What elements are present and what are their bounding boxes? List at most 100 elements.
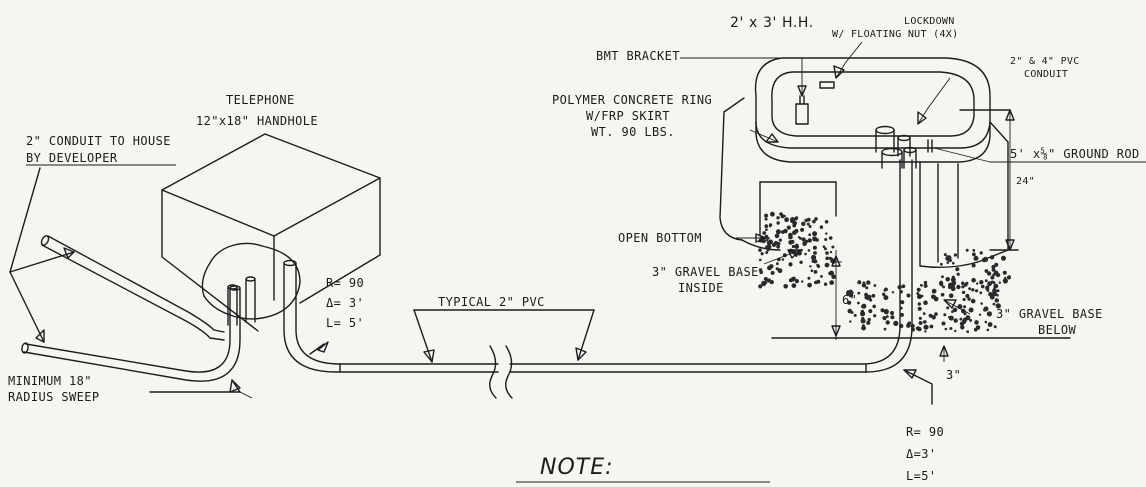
gravel-dot (952, 307, 958, 313)
gravel-dot (915, 326, 921, 331)
gravel-dot (929, 324, 934, 329)
gravel-dot (943, 313, 947, 317)
sweep-left-l: L= 5' (326, 316, 364, 330)
conduit-label-1: 2" CONDUIT TO HOUSE (26, 134, 171, 148)
gravel-dot (993, 287, 996, 290)
gravel-dot (853, 313, 857, 317)
labels: 2" CONDUIT TO HOUSE BY DEVELOPER TELEPHO… (8, 15, 1140, 483)
gravel-dot (813, 270, 818, 274)
gravel-dot (823, 282, 828, 286)
gravel-dot (1002, 270, 1007, 275)
gravel-dot (961, 285, 965, 289)
polymer-label-1: POLYMER CONCRETE RING (552, 93, 712, 107)
gravel-dot (809, 265, 812, 268)
gravel-dot (805, 239, 809, 243)
gravel-dot (984, 279, 988, 283)
gravel-dot (770, 211, 775, 217)
gravel-dot (995, 303, 999, 307)
gravel-dot (861, 282, 867, 288)
telephone-label-2: 12"x18" HANDHOLE (196, 114, 318, 128)
gravel-dot (893, 320, 899, 326)
gravel-dot (885, 320, 890, 325)
gravel-dot (764, 224, 769, 229)
gravel-dot (990, 275, 995, 280)
gravel-dot (955, 267, 960, 272)
gravel-dot (907, 321, 912, 326)
gravel-dot (867, 294, 872, 299)
gravel-dot (777, 268, 783, 274)
gravel-dot (953, 253, 958, 257)
polymer-handhole (719, 57, 1009, 269)
gravel-dot (969, 318, 973, 322)
gravel-dot (885, 315, 889, 318)
gravel-dot (962, 297, 966, 302)
gravel-dot (860, 318, 866, 324)
gravel-dot (900, 300, 905, 305)
sweep-left-delta: Δ= 3' (326, 296, 364, 310)
gravel-dot (980, 284, 985, 289)
gravel-dot (986, 328, 990, 332)
gravel-dot (861, 303, 867, 309)
gravel-dot (975, 289, 979, 293)
gravel-dot (788, 240, 793, 245)
gravel-dot (847, 300, 852, 305)
gravel-dot (956, 284, 961, 290)
gravel-dot (910, 323, 915, 329)
gravel-dot (965, 293, 970, 299)
gravel-dot (792, 223, 797, 228)
gravel-dot (966, 330, 970, 333)
gravel-inside-label-2: INSIDE (678, 281, 724, 295)
gravel-dot (991, 291, 997, 297)
gravel-dot (804, 252, 807, 256)
gravel-dot (985, 285, 990, 291)
gravel-dot (917, 294, 922, 300)
gravel-dot (963, 305, 967, 309)
gravel-dot (976, 282, 979, 285)
ground-rod-label: 5' x⅝" GROUND ROD (1010, 147, 1140, 161)
gravel-dot (923, 320, 927, 324)
gravel-dot (963, 283, 968, 287)
gravel-dot (807, 282, 812, 288)
gravel-dot (807, 276, 811, 280)
gravel-dot (946, 255, 952, 260)
gravel-dot (824, 220, 829, 224)
gravel-dot (801, 221, 806, 226)
gravel-dot (901, 284, 906, 289)
gravel-dot (992, 273, 996, 277)
gravel-dot (910, 327, 915, 332)
gravel-dot (873, 284, 877, 287)
gravel-dot (794, 244, 799, 249)
gravel-dot (923, 280, 928, 285)
gravel-dot (808, 225, 812, 228)
gravel-base (758, 211, 1012, 333)
gravel-dot (882, 316, 887, 321)
gravel-dot (792, 230, 797, 235)
gravel-dot (965, 248, 969, 252)
gravel-dot (776, 221, 780, 225)
gravel-dot (992, 288, 997, 293)
open-bottom-label: OPEN BOTTOM (618, 231, 702, 245)
gravel-dot (987, 281, 992, 287)
gravel-dot (883, 295, 889, 301)
gravel-dot (980, 302, 983, 305)
gravel-dot (871, 293, 876, 298)
gravel-dot (992, 281, 996, 284)
gravel-dot (761, 239, 766, 244)
gravel-dot (916, 292, 920, 295)
gravel-dot (994, 298, 999, 303)
gravel-dot (899, 312, 904, 317)
gravel-dot (820, 275, 823, 278)
gravel-dot (883, 327, 887, 331)
gravel-dot (941, 275, 944, 279)
gravel-dot (861, 325, 866, 331)
gravel-dot (971, 277, 976, 283)
gravel-dot (797, 236, 801, 239)
gravel-dot (804, 218, 808, 223)
gravel-dot (942, 285, 945, 289)
gravel-dot (825, 232, 828, 235)
gravel-dot (828, 256, 832, 260)
gravel-dot (967, 297, 971, 301)
min-radius-label-2: RADIUS SWEEP (8, 390, 100, 404)
gravel-dot (890, 315, 895, 320)
